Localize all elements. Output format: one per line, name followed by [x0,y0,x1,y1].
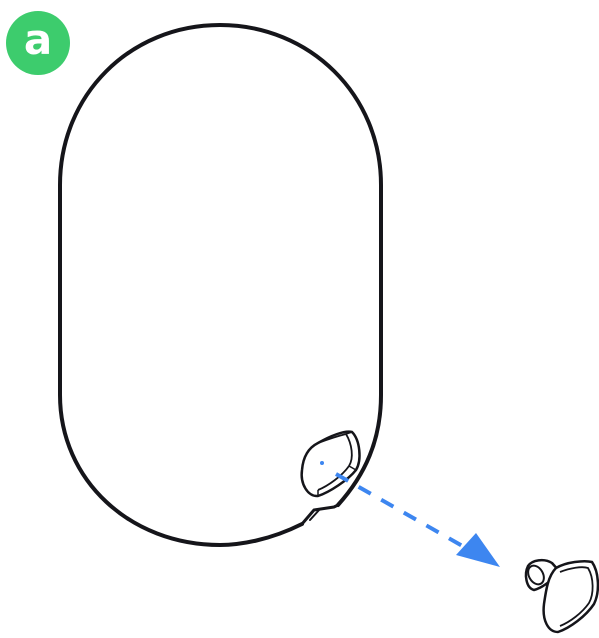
device-body-outline [58,23,383,547]
step-badge-label: a [23,15,53,64]
device-notch [300,503,340,526]
device-notch-inner [309,508,321,521]
removed-plug [524,558,599,634]
step-badge: a [6,11,70,75]
removal-arrow [320,461,500,567]
